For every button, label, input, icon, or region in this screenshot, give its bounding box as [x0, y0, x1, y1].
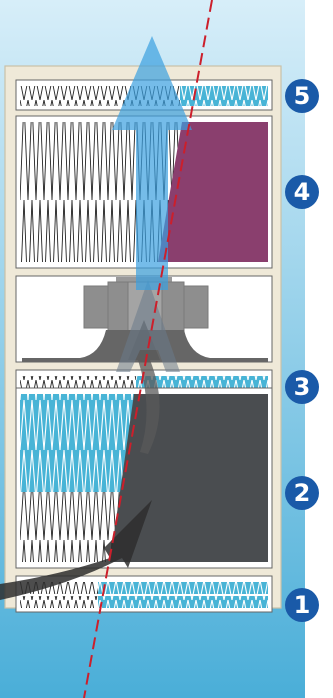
- step-badge-1: 1: [285, 588, 319, 622]
- step-badge-3: 3: [285, 370, 319, 404]
- step-badge-2: 2: [285, 476, 319, 510]
- layer-2-carbon-filter: [15, 387, 273, 569]
- step-badge-4: 4: [285, 175, 319, 209]
- outflow-arrow-icon: [112, 36, 192, 290]
- section-cut-line: [83, 0, 213, 698]
- step-badge-5: 5: [285, 79, 319, 113]
- inflow-arrow-icon: [0, 500, 152, 600]
- fan-flow-arrow-icon: [116, 280, 180, 372]
- purple-filter-section: [158, 122, 268, 262]
- airflow-arrows: [0, 36, 192, 600]
